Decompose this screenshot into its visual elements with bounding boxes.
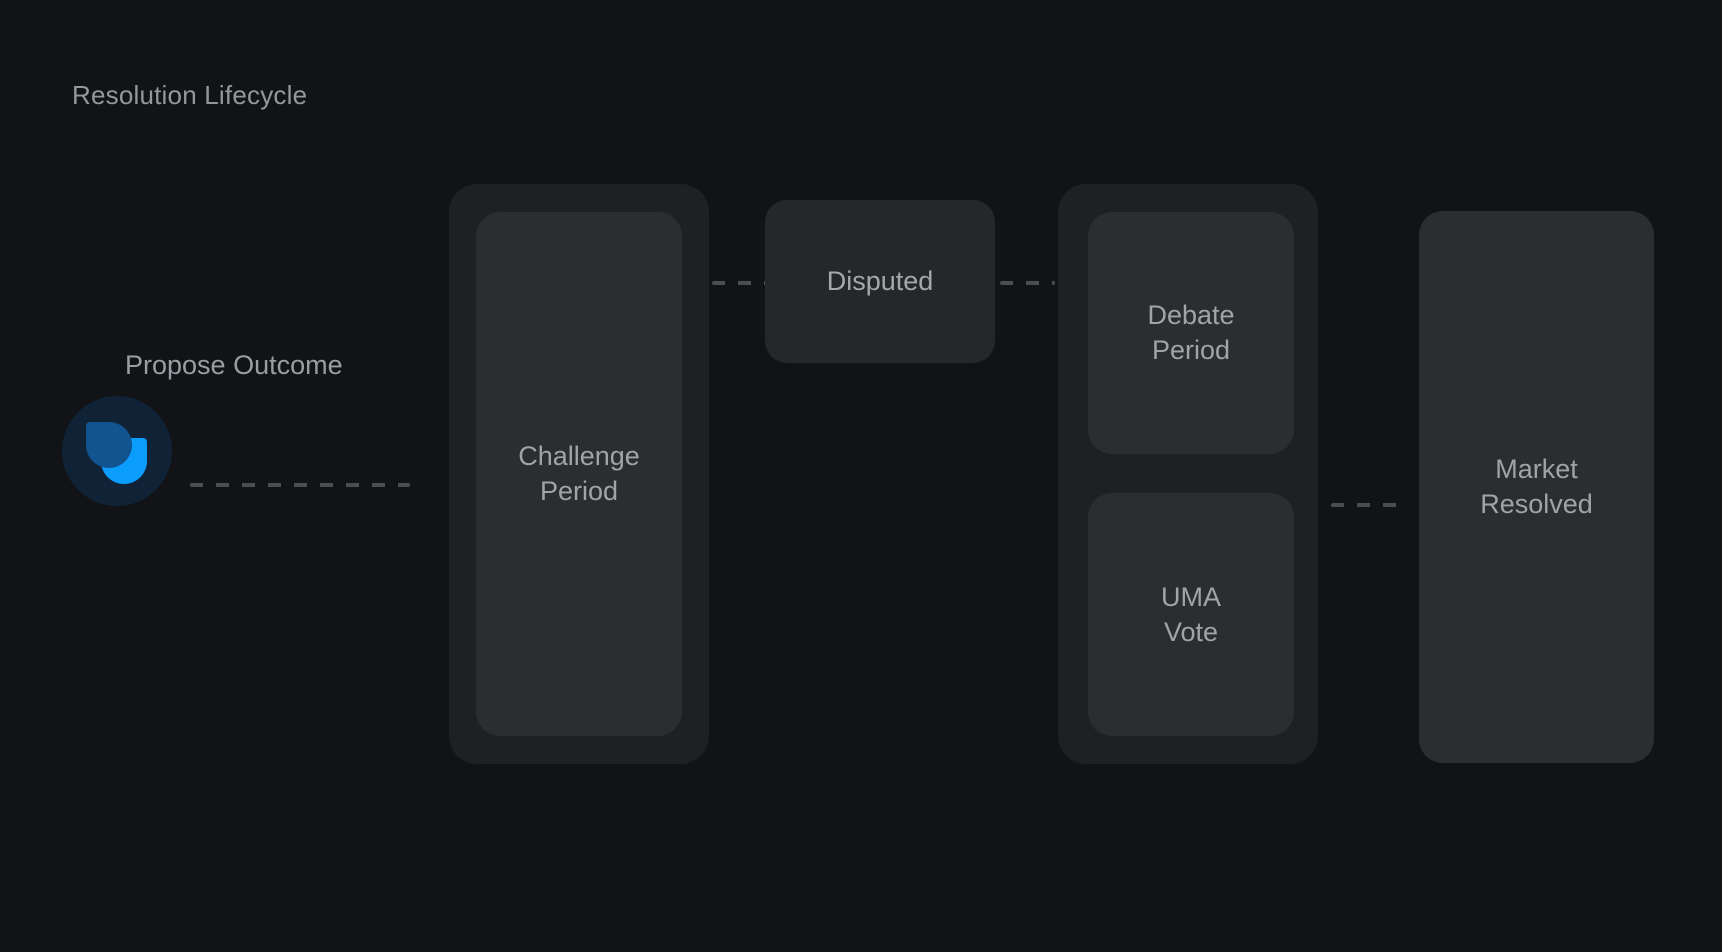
page-title: Resolution Lifecycle bbox=[72, 80, 308, 110]
polymarket-logo-icon bbox=[62, 396, 172, 506]
stage-card-label: Debate Period bbox=[1147, 300, 1235, 365]
logo-droplet-dark-icon bbox=[86, 422, 132, 468]
connector-disputed-to-debate bbox=[1000, 281, 1055, 285]
stage-card-label: Disputed bbox=[826, 266, 934, 297]
stage-card-challenge-period[interactable]: Challenge Period bbox=[476, 212, 682, 736]
stage-card-label: Market Resolved bbox=[1480, 454, 1593, 519]
connector-challenge-to-disputed bbox=[712, 281, 767, 285]
stage-card-disputed[interactable]: Disputed bbox=[765, 200, 995, 363]
stage-card-debate-period[interactable]: Debate Period bbox=[1088, 212, 1294, 454]
stage-card-market-resolved[interactable]: Market Resolved bbox=[1419, 211, 1654, 763]
stage-card-uma-vote[interactable]: UMA Vote bbox=[1088, 493, 1294, 736]
connector-debate-to-resolved bbox=[1331, 503, 1409, 507]
stage-card-label: Challenge Period bbox=[518, 441, 640, 506]
propose-outcome-node[interactable]: Propose Outcome bbox=[62, 350, 392, 510]
connector-propose-to-challenge bbox=[190, 483, 410, 487]
stage-card-label: UMA Vote bbox=[1161, 581, 1221, 647]
propose-outcome-label: Propose Outcome bbox=[125, 350, 343, 380]
